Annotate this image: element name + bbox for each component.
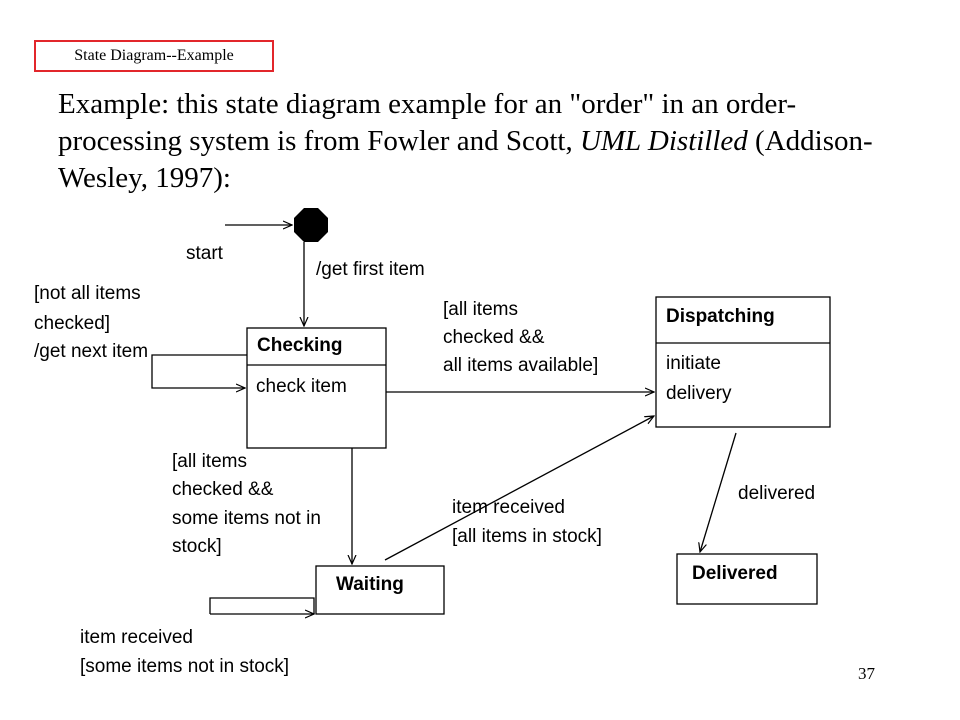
checking-state <box>246 327 387 449</box>
dispatching-to-delivered <box>700 432 737 552</box>
waiting-to-dispatching <box>384 416 654 561</box>
delivered-state-name: Delivered <box>692 563 778 584</box>
intro-paragraph: Example: this state diagram example for … <box>58 86 918 197</box>
waiting-state-name: Waiting <box>336 574 404 595</box>
checking-state-name: Checking <box>257 335 343 356</box>
dispatching-state <box>655 296 831 428</box>
checking-self-loop <box>151 354 247 388</box>
book-title: UML Distilled <box>579 125 748 157</box>
received-some-label-2: [some items not in stock] <box>80 656 290 677</box>
checking-activity: check item <box>256 376 347 397</box>
get-first-item-label: /get first item <box>316 259 425 280</box>
delivered-event-label: delivered <box>738 483 816 504</box>
received-some-label-1: item received <box>80 627 193 648</box>
dispatching-activity-line2: delivery <box>666 383 732 404</box>
slide-header: State Diagram--Example <box>34 40 274 72</box>
initial-state <box>294 208 328 242</box>
slide-header-text: State Diagram--Example <box>74 47 234 64</box>
received-all-label-2: [all items in stock] <box>452 526 602 547</box>
dispatching-state-name: Dispatching <box>666 306 775 327</box>
start-label: start <box>186 243 223 264</box>
intro-text: Example: this state diagram example for … <box>58 88 797 157</box>
page-number: 37 <box>858 664 875 683</box>
some-not-in-stock-label-1: [all items <box>172 451 247 472</box>
all-available-label-1: [all items <box>443 299 518 320</box>
not-all-checked-label-1: [not all items <box>34 283 141 304</box>
all-available-label-3: all items available] <box>443 355 599 376</box>
not-all-checked-label-2: checked] <box>34 313 111 334</box>
not-all-checked-label-3: /get next item <box>34 341 149 362</box>
delivered-state <box>676 553 818 605</box>
dispatching-activity-line1: initiate <box>666 353 721 374</box>
waiting-self-loop <box>209 597 315 614</box>
some-not-in-stock-label-4: stock] <box>172 536 222 557</box>
all-available-label-2: checked && <box>443 327 545 348</box>
some-not-in-stock-label-2: checked && <box>172 479 274 500</box>
received-all-label-1: item received <box>452 497 565 518</box>
waiting-state <box>315 565 445 615</box>
intro-text-end: (Addison-Wesley, 1997): <box>58 125 873 194</box>
some-not-in-stock-label-3: some items not in <box>172 508 321 529</box>
